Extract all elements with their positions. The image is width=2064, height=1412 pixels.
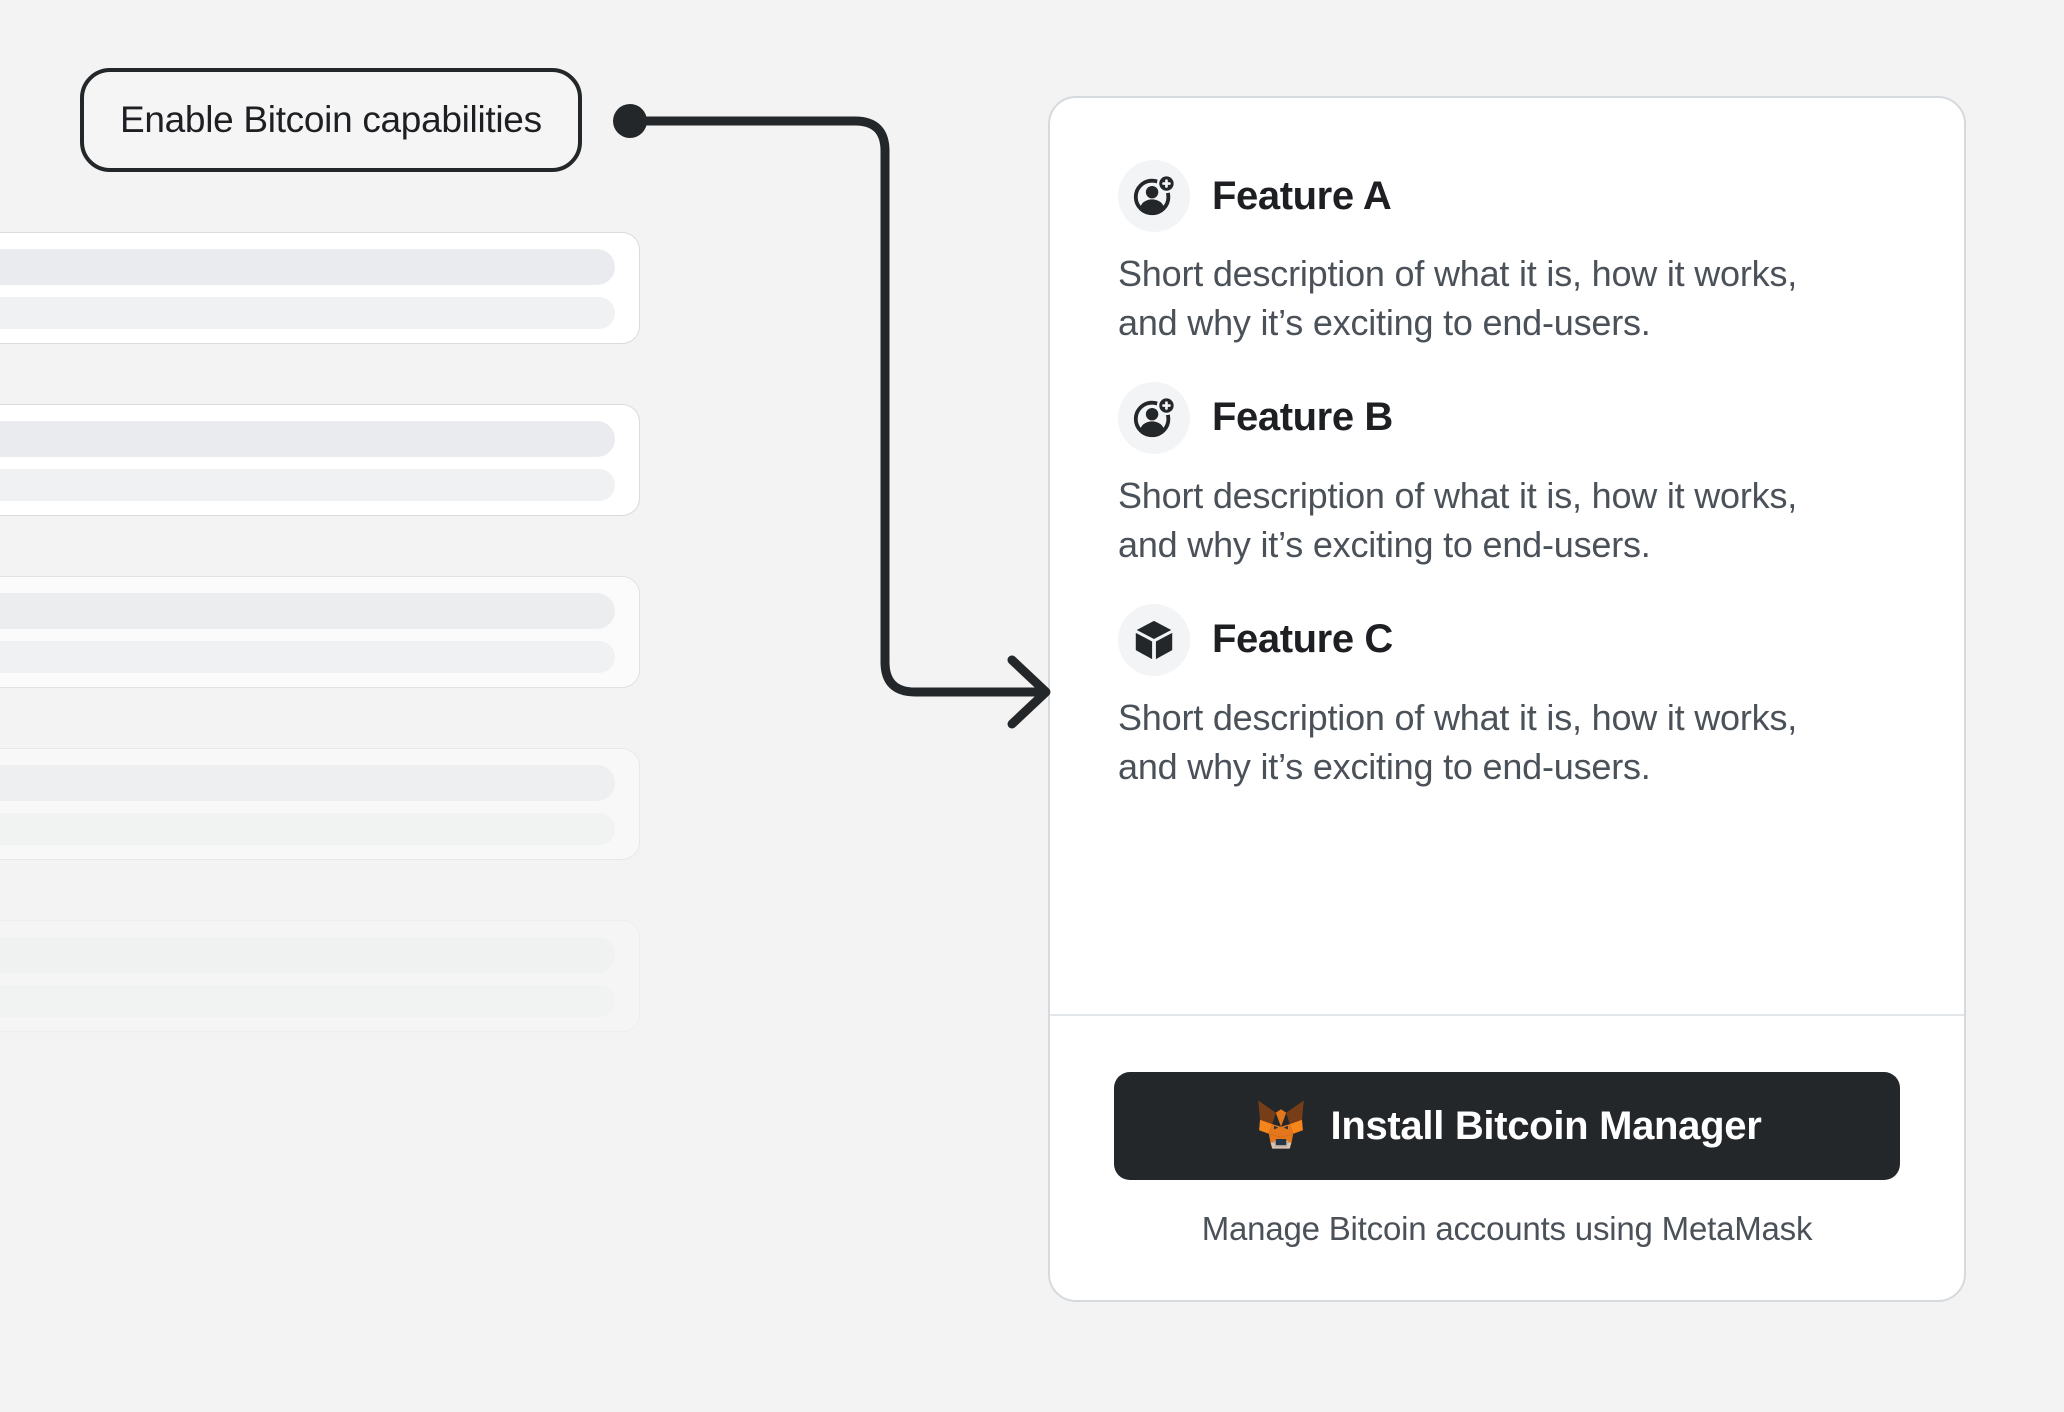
feature-header: Feature A [1118, 160, 1896, 232]
feature-title: Feature C [1212, 617, 1393, 662]
feature-header: Feature C [1118, 603, 1896, 676]
background-skeleton-list [0, 232, 640, 1412]
metamask-fox-icon [1253, 1097, 1309, 1156]
feature-description: Short description of what it is, how it … [1118, 253, 1798, 343]
card-footer: Install Bitcoin Manager Manage Bitcoin a… [1050, 1016, 1964, 1300]
footer-note: Manage Bitcoin accounts using MetaMask [1201, 1210, 1813, 1247]
skeleton-card [0, 748, 640, 860]
feature-description: Short description of what it is, how it … [1118, 474, 1798, 565]
add-user-icon [1118, 160, 1190, 232]
skeleton-bar-primary [0, 593, 615, 629]
feature-header: Feature B [1118, 381, 1896, 454]
skeleton-card [0, 232, 640, 344]
connector-dot-icon [613, 104, 647, 138]
skeleton-card [0, 576, 640, 688]
add-user-icon [1118, 381, 1190, 454]
skeleton-card [0, 404, 640, 516]
skeleton-bar-secondary [0, 297, 615, 329]
feature-title: Feature A [1212, 173, 1392, 218]
feature-description: Short description of what it is, how it … [1118, 696, 1798, 787]
callout-label: Enable Bitcoin capabilities [120, 99, 542, 140]
arrowhead-icon [1007, 655, 1051, 729]
callout-pill[interactable]: Enable Bitcoin capabilities [80, 68, 582, 172]
skeleton-bar-primary [0, 249, 615, 285]
skeleton-bar-secondary [0, 641, 615, 673]
connector-path [625, 116, 1045, 697]
install-bitcoin-manager-button[interactable]: Install Bitcoin Manager [1114, 1072, 1900, 1180]
skeleton-bar-secondary [0, 813, 615, 845]
skeleton-bar-primary [0, 421, 615, 457]
feature-item: Feature C Short description of what it is… [1118, 603, 1896, 792]
cube-icon [1118, 603, 1190, 676]
skeleton-bar-secondary [0, 469, 615, 501]
feature-item: Feature B Short description of what it is… [1118, 381, 1896, 570]
card-divider [1050, 1014, 1964, 1016]
feature-item: Feature A Short description of what it is… [1118, 160, 1896, 348]
skeleton-bar-primary [0, 937, 615, 973]
install-button-label: Install Bitcoin Manager [1330, 1103, 1762, 1148]
feature-title: Feature B [1212, 395, 1393, 440]
bitcoin-feature-card: Feature A Short description of what it is… [1048, 96, 1966, 1302]
skeleton-bar-primary [0, 765, 615, 801]
skeleton-card [0, 920, 640, 1032]
feature-list: Feature A Short description of what it is… [1050, 98, 1964, 974]
skeleton-bar-secondary [0, 985, 615, 1017]
